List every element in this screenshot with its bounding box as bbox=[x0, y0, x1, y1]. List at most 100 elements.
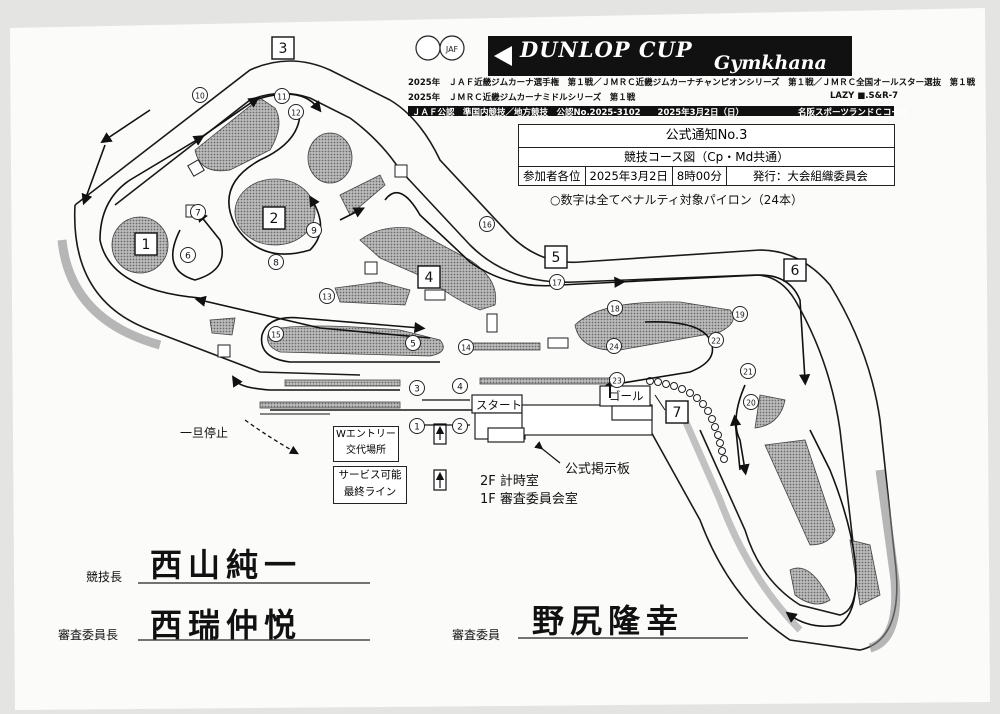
pylon-17: 17 bbox=[549, 274, 565, 290]
signature-lines bbox=[138, 582, 748, 641]
pylon-label: 16 bbox=[482, 220, 492, 229]
board-arrow bbox=[534, 441, 561, 464]
driving-line bbox=[81, 93, 857, 628]
stop-label: 一旦停止 bbox=[180, 426, 229, 440]
pylon-label: 3 bbox=[414, 384, 420, 394]
goal-label: ゴール bbox=[609, 389, 644, 403]
section-label: 2 bbox=[270, 211, 279, 227]
signature-name-2: 西瑞仲悦 bbox=[150, 606, 303, 644]
pylon-13: 13 bbox=[319, 288, 335, 304]
pylon-label: 4 bbox=[457, 382, 463, 392]
section-label: 1 bbox=[142, 237, 151, 253]
timing-room-label: 2F 計時室 bbox=[480, 474, 539, 489]
pylon-18: 18 bbox=[607, 300, 623, 316]
pylon-label: 8 bbox=[273, 258, 279, 268]
header-venue: 名阪スポーツランドＣコース bbox=[798, 108, 908, 118]
notice-title: 公式通知No.3 bbox=[519, 125, 894, 148]
signature-role-2: 審査委員長 bbox=[58, 628, 119, 642]
header-line-2: 2025年 ＪＭＲＣ近畿ジムカーナミドルシリーズ 第１戦 bbox=[408, 93, 636, 103]
pylon-23: 23 bbox=[609, 372, 625, 388]
signature-name-3: 野尻隆幸 bbox=[532, 602, 685, 640]
pylon-label: 10 bbox=[195, 91, 205, 100]
logo-subtitle: Gymkhana bbox=[714, 52, 827, 74]
service-line2: 最終ライン bbox=[343, 486, 397, 498]
section-1: 1 bbox=[134, 232, 158, 256]
official-notice-table: 公式通知No.3 競技コース図（Cp・Md共通） 参加者各位 2025年3月2日… bbox=[518, 124, 895, 186]
notice-audience: 参加者各位 bbox=[519, 167, 586, 185]
w-entry-box: Wエントリー 交代場所 bbox=[333, 426, 399, 462]
track-shadow bbox=[868, 469, 901, 653]
pylon-label: 18 bbox=[610, 304, 620, 313]
section-7: 7 bbox=[665, 400, 689, 424]
pylon-label: 12 bbox=[291, 108, 301, 117]
notice-meta-row: 参加者各位 2025年3月2日 8時00分 発行：大会組織委員会 bbox=[519, 167, 894, 185]
official-board-label: 公式掲示板 bbox=[565, 462, 631, 477]
notice-subtitle: 競技コース図（Cp・Md共通） bbox=[519, 148, 894, 167]
header-code: LAZY ■.S&R-7 bbox=[830, 91, 899, 101]
pylon-24: 24 bbox=[606, 338, 622, 354]
signature-name-1: 西山純一 bbox=[150, 546, 303, 584]
pylon-label: 20 bbox=[746, 398, 756, 407]
section-label: 3 bbox=[279, 41, 288, 57]
pylon-label: 7 bbox=[195, 208, 201, 218]
pylon-7: 7 bbox=[190, 204, 206, 220]
start-building bbox=[471, 385, 653, 443]
pylon-label: 1 bbox=[414, 422, 420, 432]
section-6: 6 bbox=[783, 258, 807, 282]
service-area bbox=[422, 399, 470, 491]
notice-date: 2025年3月2日 bbox=[586, 167, 673, 185]
w-entry-line2: 交代場所 bbox=[346, 445, 386, 456]
signature-role-3: 審査委員 bbox=[452, 628, 501, 642]
pylon-20: 20 bbox=[743, 394, 759, 410]
pylon-1: 1 bbox=[409, 418, 425, 434]
section-3: 3 bbox=[271, 36, 295, 60]
pylon-22: 22 bbox=[708, 332, 724, 348]
signature-role-1: 競技長 bbox=[86, 570, 123, 584]
pylon-19: 19 bbox=[732, 306, 748, 322]
pylon-label: 6 bbox=[185, 251, 191, 261]
pylon-label: 24 bbox=[609, 342, 619, 351]
pylon-9: 9 bbox=[306, 222, 322, 238]
pylon-label: 2 bbox=[457, 422, 463, 432]
goal-pylon-chain bbox=[646, 377, 728, 463]
notice-issuer: 発行：大会組織委員会 bbox=[752, 169, 868, 183]
pylon-3: 3 bbox=[409, 380, 425, 396]
pylon-4: 4 bbox=[452, 378, 468, 394]
pylon-label: 23 bbox=[612, 376, 622, 385]
pylon-15: 15 bbox=[268, 326, 284, 342]
pylon-11: 11 bbox=[274, 88, 290, 104]
pylon-label: 9 bbox=[311, 226, 317, 236]
pylon-14: 14 bbox=[458, 339, 474, 355]
section-label: 5 bbox=[552, 250, 561, 266]
pylon-10: 10 bbox=[192, 87, 208, 103]
pylon-label: 13 bbox=[322, 292, 332, 301]
entry-dashed-arrow bbox=[244, 419, 299, 455]
section-label: 7 bbox=[673, 405, 682, 421]
pylon-label: 14 bbox=[461, 343, 471, 352]
track-shadow bbox=[57, 239, 162, 350]
pylon-label: 11 bbox=[277, 92, 287, 101]
pylon-label: 15 bbox=[271, 330, 281, 339]
pylon-8: 8 bbox=[268, 254, 284, 270]
dunlop-logo: JAF bbox=[415, 35, 852, 76]
seal-text: JAF bbox=[445, 45, 459, 54]
service-line1: サービス可能 bbox=[338, 469, 402, 481]
section-2: 2 bbox=[262, 206, 286, 230]
service-box: サービス可能 最終ライン bbox=[333, 466, 407, 504]
stewards-room-label: 1F 審査委員会室 bbox=[480, 492, 578, 507]
start-label: スタート bbox=[476, 398, 522, 412]
pylon-5: 5 bbox=[405, 335, 421, 351]
header-line-1: 2025年 ＪＡＦ近畿ジムカーナ選手権 第１戦／ＪＭＲＣ近畿ジムカーナチャンピオ… bbox=[408, 78, 976, 88]
pylon-label: 22 bbox=[711, 336, 721, 345]
pylon-label: 5 bbox=[410, 339, 416, 349]
pylon-label: 17 bbox=[552, 278, 562, 287]
pylon-12: 12 bbox=[288, 104, 304, 120]
pylon-6: 6 bbox=[180, 247, 196, 263]
section-4: 4 bbox=[417, 265, 441, 289]
goal-leader bbox=[654, 394, 666, 411]
pylon-21: 21 bbox=[740, 363, 756, 379]
logo-brand: DUNLOP CUP bbox=[520, 37, 693, 62]
pylon-note: ○数字は全てペナルティ対象パイロン（24本） bbox=[550, 193, 804, 207]
